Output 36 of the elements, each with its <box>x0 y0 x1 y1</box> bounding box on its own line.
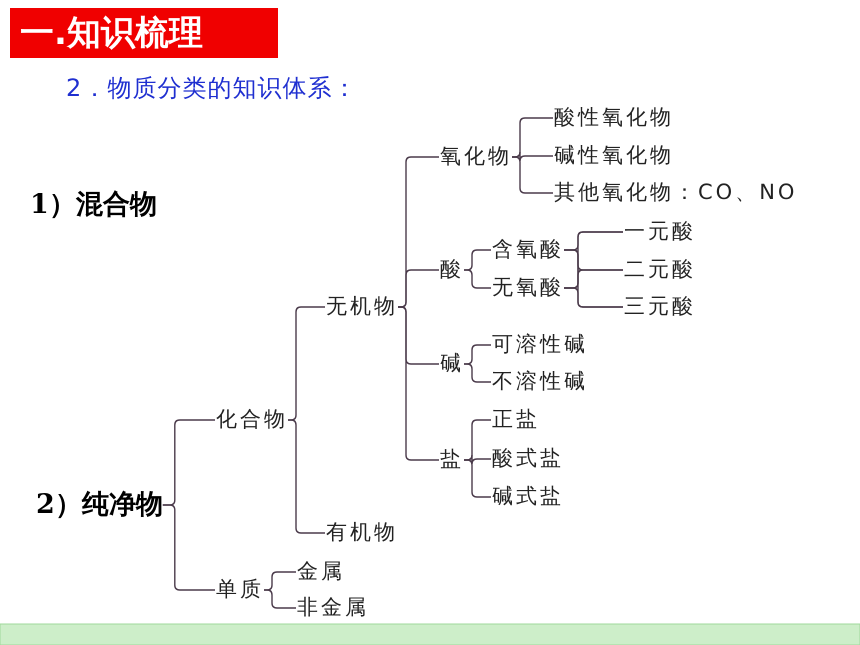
category-label: 氧化物 <box>440 144 512 170</box>
category-heading: 2）纯净物 <box>36 488 163 522</box>
category-label: 碱式盐 <box>492 484 564 510</box>
brace-connector <box>512 156 553 194</box>
category-label: 酸性氧化物 <box>554 105 674 131</box>
category-label: 三元酸 <box>624 294 696 320</box>
category-label: 金属 <box>297 559 345 585</box>
category-label: 单质 <box>216 577 264 603</box>
category-label: 碱 <box>440 351 464 377</box>
brace-connector <box>288 419 325 534</box>
title-banner: 一.知识梳理 <box>10 8 278 58</box>
category-label: 不溶性碱 <box>492 369 588 395</box>
category-label: 含氧酸 <box>492 237 564 263</box>
category-label: 有机物 <box>326 520 398 546</box>
category-heading: 1）混合物 <box>30 189 157 222</box>
category-label: 二元酸 <box>624 257 696 283</box>
brace-connector <box>564 287 623 308</box>
subtitle: 2．物质分类的知识体系： <box>66 74 358 103</box>
category-label: 一元酸 <box>624 219 696 245</box>
category-label: 酸 <box>440 257 464 283</box>
category-label: 可溶性碱 <box>492 332 588 358</box>
category-label: 正盐 <box>492 407 540 433</box>
brace-connector <box>464 269 491 289</box>
brace-connector <box>162 504 215 591</box>
brace-connector <box>464 459 491 498</box>
category-label: 其他氧化物：CO、NO <box>554 180 798 206</box>
category-label: 化合物 <box>216 407 288 433</box>
category-label: 无氧酸 <box>492 275 564 301</box>
brace-connector <box>264 589 296 609</box>
category-label: 无机物 <box>326 294 398 320</box>
brace-connector <box>398 306 439 461</box>
category-label: 酸式盐 <box>492 446 564 472</box>
category-label: 盐 <box>440 447 464 473</box>
category-label: 非金属 <box>297 595 369 621</box>
brace-connector <box>464 363 491 383</box>
category-label: 碱性氧化物 <box>554 143 674 169</box>
